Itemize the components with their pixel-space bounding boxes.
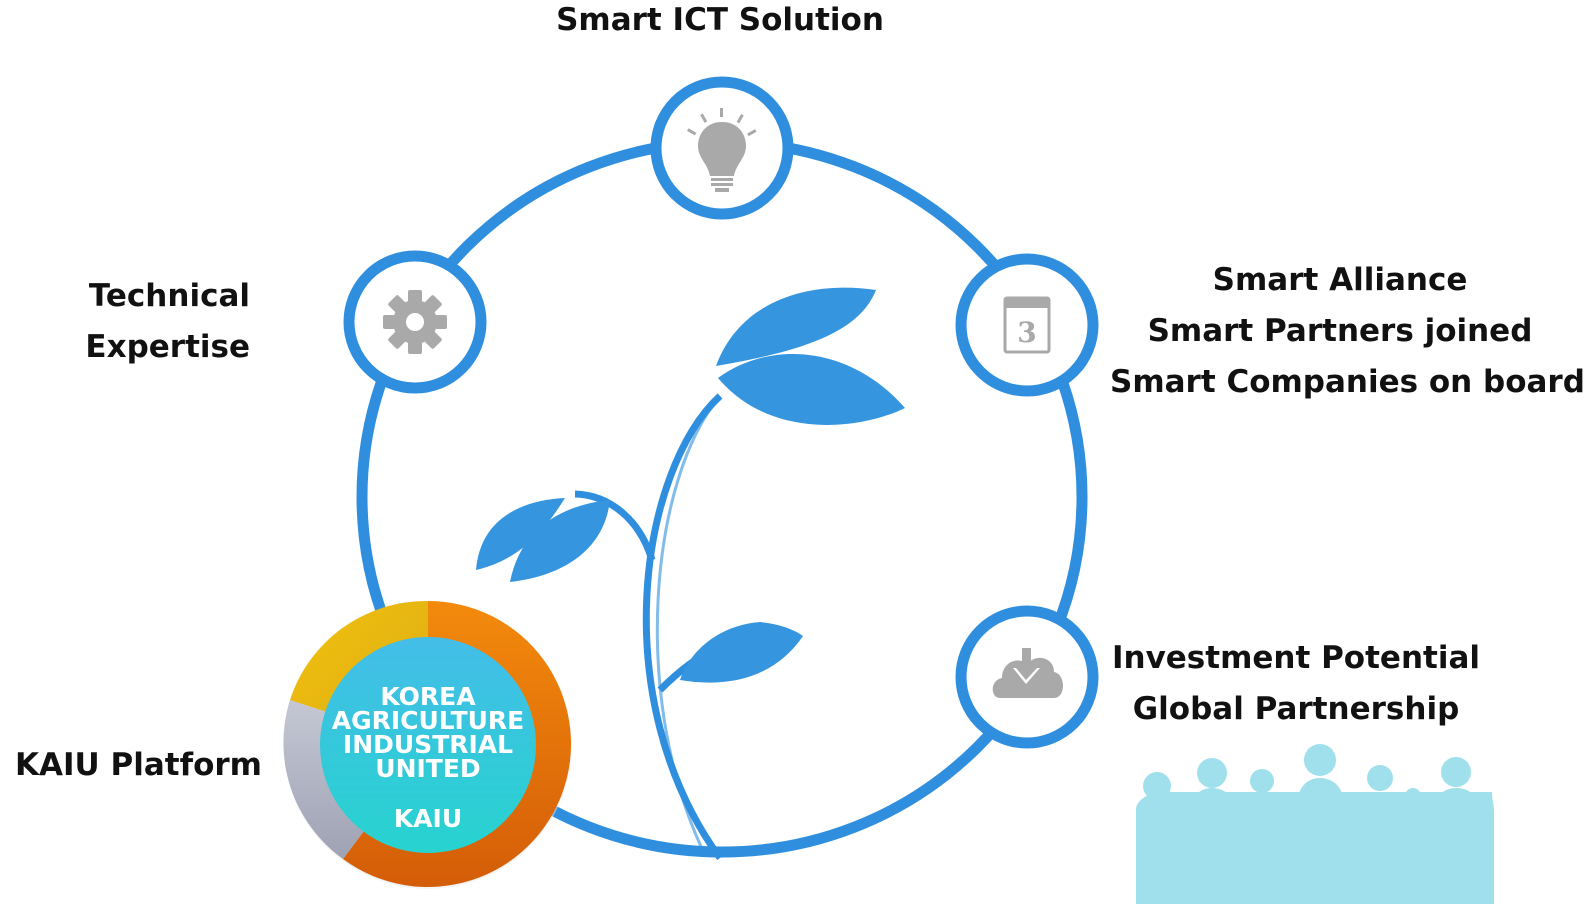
kaiu-name-line-2: AGRICULTURE bbox=[331, 706, 525, 735]
kaiu-abbreviation: KAIU bbox=[393, 804, 463, 833]
kaiu-donut-badge bbox=[283, 600, 572, 889]
node-right-line-3: Smart Companies on board bbox=[1110, 364, 1585, 400]
node-top-label: Smart ICT Solution bbox=[520, 0, 920, 46]
node-left-label: Technical Expertise bbox=[60, 271, 250, 373]
node-bottom-right-line-2: Global Partnership bbox=[1132, 691, 1460, 727]
node-left-line-1: Technical bbox=[88, 278, 250, 314]
lightbulb-icon bbox=[687, 108, 757, 192]
kaiu-name-line-4: UNITED bbox=[375, 754, 481, 783]
gear-icon bbox=[383, 290, 447, 354]
calendar-icon: 3 bbox=[1003, 296, 1051, 354]
node-right-label: Smart Alliance Smart Partners joined Sma… bbox=[1110, 255, 1585, 408]
kaiu-name-line-3: INDUSTRIAL bbox=[342, 730, 514, 759]
kaiu-center-disc bbox=[320, 637, 536, 853]
plant-sprout-icon bbox=[476, 287, 905, 861]
people-silhouettes-icon bbox=[1136, 744, 1494, 904]
node-right-line-1: Smart Alliance bbox=[1212, 262, 1468, 298]
node-bottom-right-label: Investment Potential Global Partnership bbox=[1100, 633, 1492, 735]
node-top-title: Smart ICT Solution bbox=[556, 2, 884, 38]
kaiu-name-line-1: KOREA bbox=[380, 682, 476, 711]
node-right-line-2: Smart Partners joined bbox=[1147, 313, 1533, 349]
svg-text:3: 3 bbox=[1017, 316, 1036, 349]
kaiu-badge-text: KOREA AGRICULTURE INDUSTRIAL UNITED KAIU bbox=[320, 682, 536, 833]
node-bottom-right-line-1: Investment Potential bbox=[1111, 640, 1481, 676]
platform-label: KAIU Platform bbox=[15, 747, 262, 783]
node-left-line-2: Expertise bbox=[85, 329, 250, 365]
cloud-download-icon bbox=[992, 648, 1063, 698]
